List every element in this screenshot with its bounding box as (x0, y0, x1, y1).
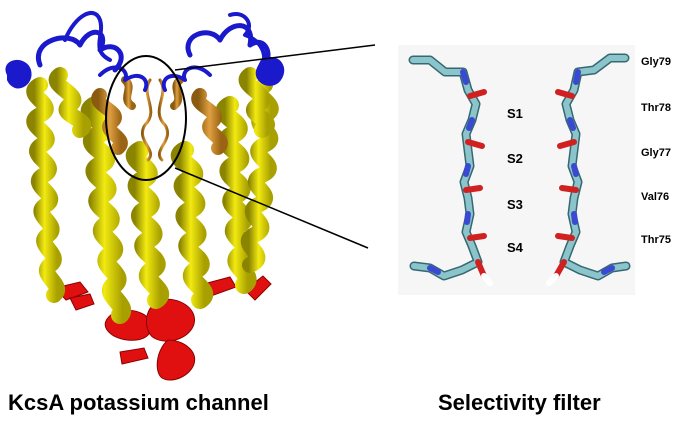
filter-panel-background (398, 45, 635, 295)
site-label-s2: S2 (507, 151, 523, 166)
residue-label-thr75: Thr75 (641, 234, 671, 246)
selectivity-filter-caption: Selectivity filter (438, 390, 601, 415)
residue-label-gly79: Gly79 (641, 56, 671, 68)
site-label-s1: S1 (507, 106, 523, 121)
kcsa-caption: KcsA potassium channel (8, 390, 269, 415)
filter-backbone-left (408, 55, 493, 286)
pore-helices (91, 76, 228, 162)
selectivity-filter-highlight (105, 55, 187, 181)
site-label-s4: S4 (507, 240, 523, 255)
kcsa-channel-structure (5, 10, 285, 381)
filter-backbone-right (546, 53, 631, 286)
transmembrane-helices (26, 67, 279, 324)
site-label-s3: S3 (507, 197, 523, 212)
zoom-line-bottom (174, 167, 369, 249)
residue-label-val76: Val76 (641, 191, 670, 203)
residue-label-gly77: Gly77 (641, 147, 671, 159)
residue-label-thr78: Thr78 (641, 102, 671, 114)
zoom-line-top (174, 44, 376, 71)
